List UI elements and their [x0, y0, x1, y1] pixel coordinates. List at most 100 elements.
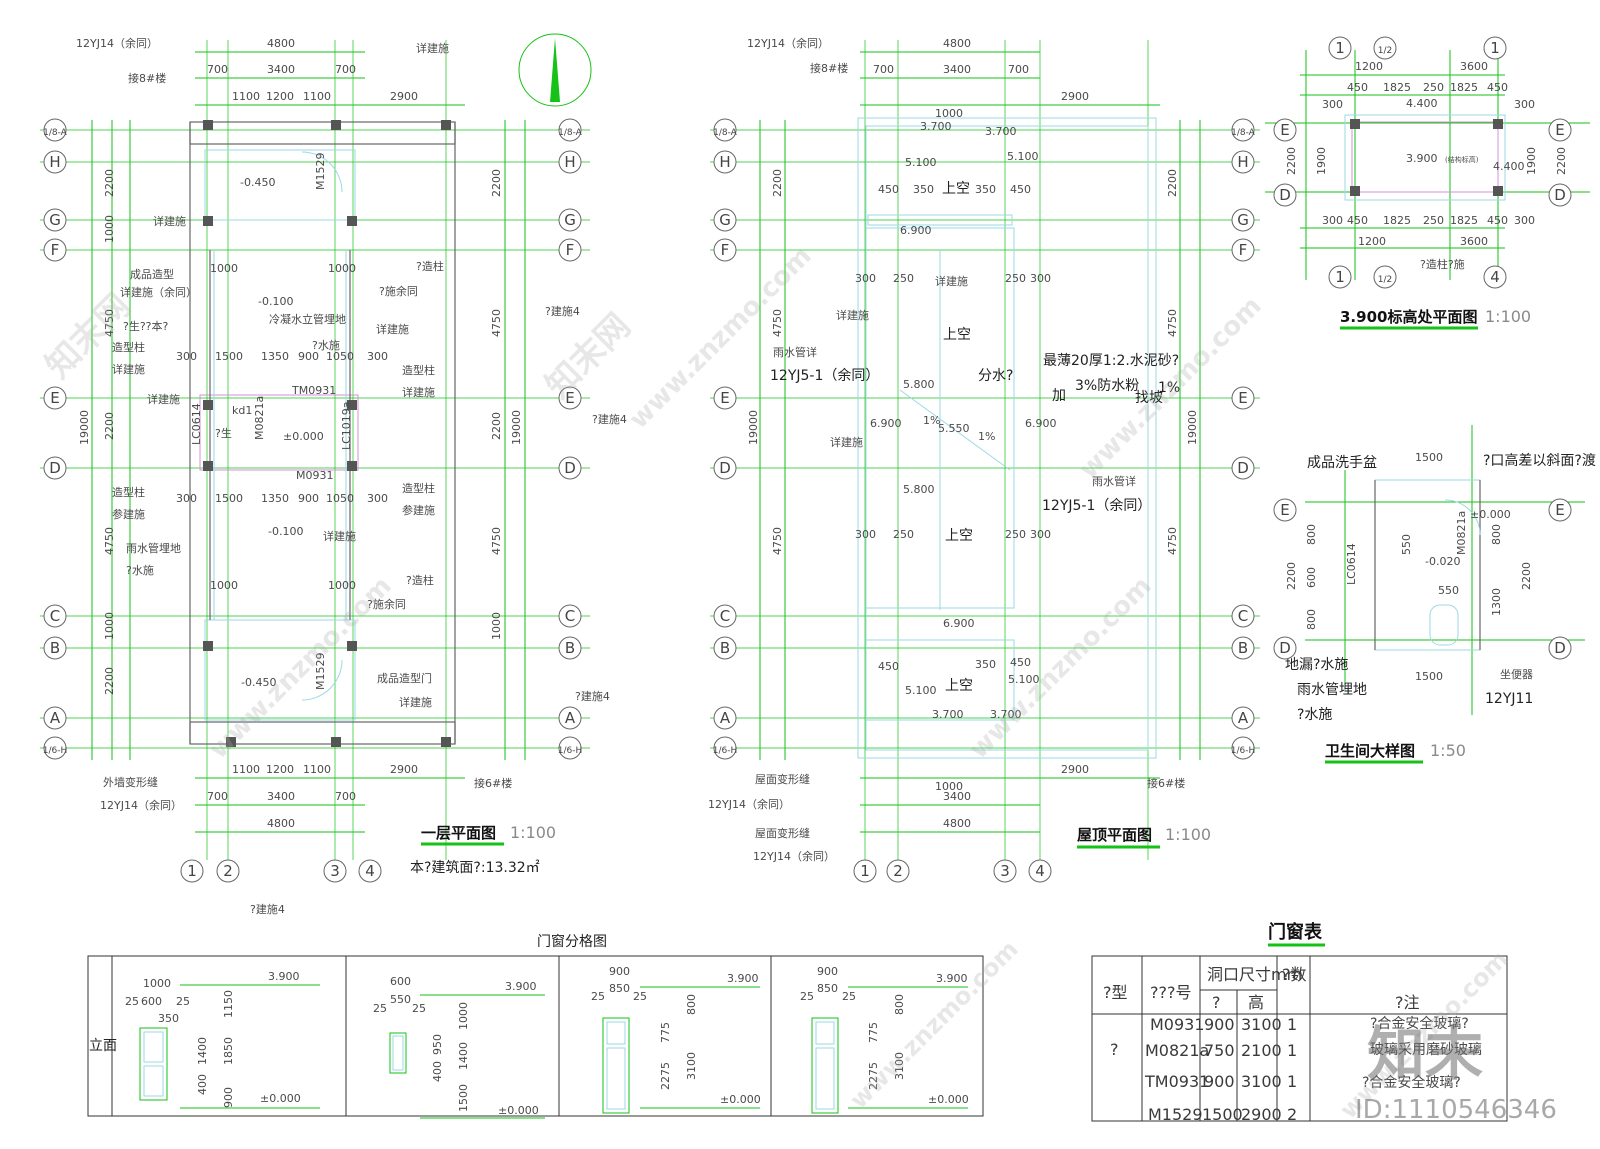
axis-bubble-h-0-7-circle — [43, 636, 67, 660]
toilet-scale: 1:50 — [1430, 741, 1466, 760]
roof-jyj2: 12YJ14（余同） — [753, 849, 835, 863]
p2-s: 25 — [373, 1002, 387, 1015]
axis-bubble-h-1-9: 1/6-H — [558, 746, 583, 756]
axis-bubble-h-0-1: H — [49, 153, 60, 171]
axis-bubble-v-1-0: 1 — [860, 862, 870, 880]
dim-2200-r2: 2200 — [490, 412, 503, 440]
p1-h3: 1850 — [222, 1037, 235, 1065]
label-jsh4c: ?建施4 — [575, 689, 610, 703]
roof-dim-3400: 3400 — [943, 63, 971, 76]
axis-bubble-h-2-3-circle — [713, 238, 737, 262]
p3-h2: 775 — [659, 1022, 672, 1043]
axis-bubble-h-1-5-circle — [558, 456, 582, 480]
toilet-door-m0821: M0821a — [1455, 511, 1468, 555]
axis-bubble-l390-5-circle — [1483, 265, 1507, 289]
label-detail3: 详建施 — [153, 214, 186, 228]
roof-kong2: 上空 — [943, 327, 971, 343]
dw-h-h: 高 — [1248, 993, 1264, 1012]
dim-1350: 1350 — [261, 350, 289, 363]
p4-h3: 2275 — [867, 1062, 880, 1090]
axis-bubble-side-6: D — [1279, 639, 1291, 657]
axis-bubble-l390-1: 1 — [1335, 268, 1345, 286]
label-col2: 造型柱 — [112, 485, 145, 499]
roof-plan: 4800 700 3400 700 2900 1000 2900 1000 34… — [708, 36, 1260, 863]
dw-h-code: ???号 — [1150, 983, 1191, 1002]
p3-h1: 800 — [685, 994, 698, 1015]
toilet-water: ?水施 — [1297, 707, 1332, 723]
l390-dim-1900r: 1900 — [1525, 147, 1538, 175]
dw-r1-w: 750 — [1204, 1041, 1235, 1060]
l390-dim-1200b: 1200 — [1358, 235, 1386, 248]
dw-r1-h: 2100 — [1241, 1041, 1282, 1060]
dim-19000-left: 19000 — [78, 410, 91, 445]
axis-bubble-v-1-1: 2 — [893, 862, 903, 880]
first-floor-scale: 1:100 — [510, 823, 556, 842]
dw-row-3: M1529 1500 2900 2 — [1148, 1105, 1297, 1124]
p3-h3: 2275 — [659, 1062, 672, 1090]
toilet-wc: 坐便器 — [1500, 668, 1533, 681]
wm-brand: 知末 — [1367, 1020, 1483, 1088]
p2-h3: 1400 — [457, 1042, 470, 1070]
axis-bubble-h-0-4: E — [50, 389, 59, 407]
axis-bubble-v-1-2-circle — [993, 859, 1017, 883]
door-m1529-top: M1529 — [314, 153, 327, 191]
axis-bubble-h-3-3: F — [1239, 241, 1248, 259]
elev-neg0100b: -0.100 — [268, 525, 303, 538]
label-q-same: ?施余同 — [379, 284, 418, 298]
axis-bubble-h-2-7: B — [720, 639, 730, 657]
roof-dim-250d: 250 — [1005, 528, 1026, 541]
first-floor-plan: 4800 700 3400 700 1100 1200 1100 2900 11… — [40, 33, 627, 916]
axis-bubble-side-3: D — [1554, 186, 1566, 204]
axis-bubble-h-1-2: G — [564, 211, 576, 229]
elev-zero: ±0.000 — [283, 430, 324, 443]
roof-dim-1000b: 1000 — [935, 780, 963, 793]
l390-elev-4400: 4.400 — [1406, 97, 1438, 110]
label-toilet-short: ?生 — [215, 426, 232, 440]
roof-dim-700: 700 — [873, 63, 894, 76]
axis-bubble-h-2-0-circle — [713, 118, 737, 142]
label-prod-door: 成品造型门 — [377, 671, 432, 685]
axis-bubble-h-2-1-circle — [713, 150, 737, 174]
roof-dim-19000: 19000 — [747, 410, 760, 445]
roof-jie8: 接8#楼 — [810, 61, 848, 75]
axis-bubble-h-1-6: C — [565, 607, 575, 625]
axis-bubble-h-1-8-circle — [558, 706, 582, 730]
roof-dim-3400b: 3400 — [943, 790, 971, 803]
label-jsh4d: ?建施4 — [250, 902, 285, 916]
label-col: 造型柱 — [112, 340, 145, 354]
axis-bubble-h-3-6: C — [1238, 607, 1248, 625]
first-floor-area: 本?建筑面?:13.32㎡ — [410, 860, 540, 876]
axis-bubble-h-3-5-circle — [1231, 456, 1255, 480]
dim-1050b: 1050 — [326, 492, 354, 505]
axis-bubble-h-1-7: B — [565, 639, 575, 657]
axis-bubble-h-2-1: H — [719, 153, 730, 171]
roof-dim-350: 350 — [913, 183, 934, 196]
door-m0931: M0931 — [296, 469, 334, 482]
dim-4750b: 4750 — [103, 527, 116, 555]
axis-bubble-v-1-3-circle — [1028, 859, 1052, 883]
label-col-q2: ?造柱 — [406, 573, 434, 587]
label-q-same2: ?施余同 — [367, 597, 406, 611]
dim-1200-bot: 1200 — [266, 763, 294, 776]
l390-dim-1900: 1900 — [1315, 147, 1328, 175]
toilet-dim-800r: 800 — [1490, 524, 1503, 545]
roof-pct: 1% — [1158, 380, 1180, 396]
roof-dim-300: 300 — [855, 272, 876, 285]
p3-w2: 850 — [609, 982, 630, 995]
axis-bubble-h-1-1: H — [564, 153, 575, 171]
p1-s2: 25 — [176, 995, 190, 1008]
dim-2900-bot: 2900 — [390, 763, 418, 776]
dw-type-value: ? — [1110, 1040, 1119, 1059]
dim-900b: 900 — [298, 492, 319, 505]
l390-scale: 1:100 — [1485, 307, 1531, 326]
axis-bubble-side-2-circle — [1548, 118, 1572, 142]
axis-bubble-h-2-8: A — [720, 709, 731, 727]
roof-elev-5100c: 5.100 — [905, 684, 937, 697]
axis-bubble-v-0-3-circle — [358, 859, 382, 883]
l390-dim-2200r: 2200 — [1555, 147, 1568, 175]
label-detail7: 详建施 — [416, 41, 449, 55]
axis-bubble-h-0-6: C — [50, 607, 60, 625]
axis-bubble-h-1-2-circle — [558, 208, 582, 232]
l390-elev-3900: 3.900 — [1406, 152, 1438, 165]
p1-h1: 1150 — [222, 990, 235, 1018]
